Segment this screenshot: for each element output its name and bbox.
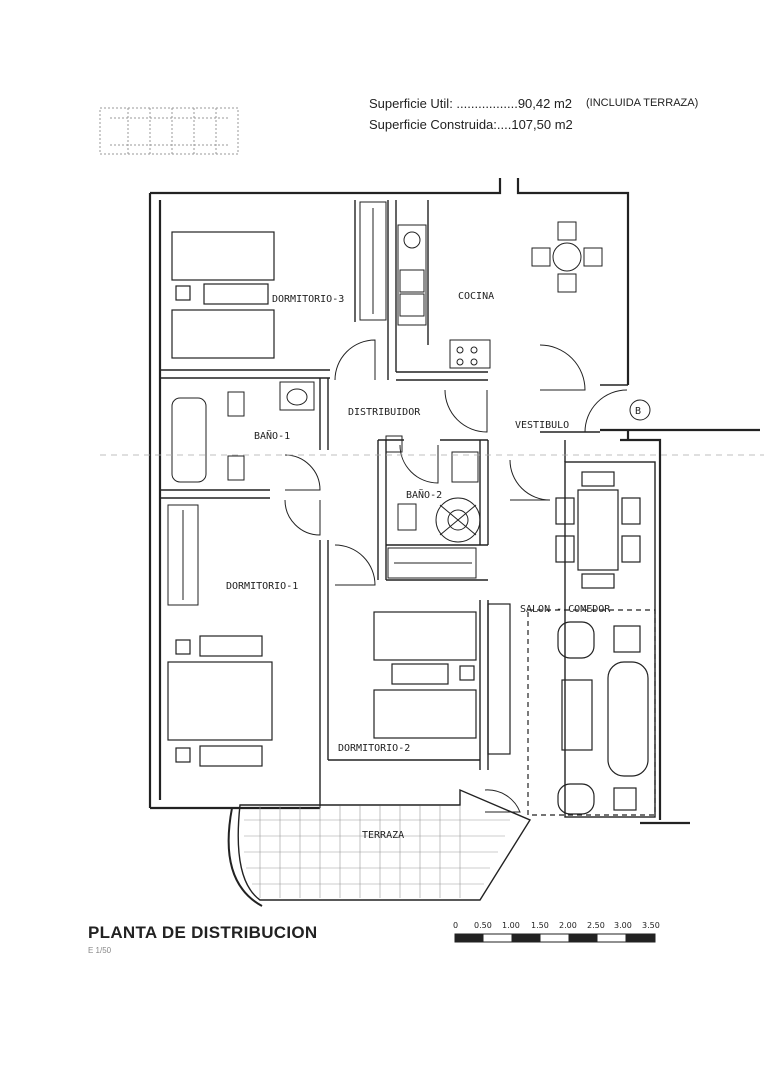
bathroom-1-fixtures <box>171 381 315 483</box>
room-label-cocina: COCINA <box>458 291 494 302</box>
outer-walls <box>148 178 760 825</box>
room-label-dormitorio-1: DORMITORIO-1 <box>226 581 298 592</box>
plan-scale-note: E 1/50 <box>88 946 112 955</box>
scale-tick-050: 0.50 <box>474 921 492 930</box>
living-dining-furniture <box>487 471 656 816</box>
plan-title: PLANTA DE DISTRIBUCION <box>88 923 318 942</box>
scale-tick-200: 2.00 <box>559 921 577 930</box>
marker-b-label: B <box>635 406 641 417</box>
room-label-bano-2: BAÑO-2 <box>406 488 442 501</box>
scale-tick-250: 2.50 <box>587 921 605 930</box>
interior-walls <box>160 200 656 818</box>
terrace <box>227 788 532 907</box>
room-label-terraza: TERRAZA <box>362 830 404 841</box>
bathroom-2-fixtures <box>385 435 481 543</box>
scale-tick-150: 1.50 <box>531 921 549 930</box>
superficie-util-label: Superficie Util: .................90,42 … <box>369 96 573 111</box>
wardrobes <box>167 201 477 606</box>
room-label-salon-comedor: SALON - COMEDOR <box>520 604 611 615</box>
door-swings <box>284 339 628 813</box>
superficie-construida-label: Superficie Construida:....107,50 m2 <box>369 117 573 132</box>
room-label-distribuidor: DISTRIBUIDOR <box>348 407 421 418</box>
scale-tick-100: 1.00 <box>502 921 520 930</box>
room-label-vestibulo: VESTIBULO <box>515 420 569 431</box>
location-key-plan <box>99 107 239 155</box>
room-label-dormitorio-3: DORMITORIO-3 <box>272 294 344 305</box>
marker-b-circle <box>629 399 651 421</box>
scale-bar <box>454 933 656 943</box>
scale-tick-0: 0 <box>453 921 459 930</box>
scale-tick-350: 3.50 <box>642 921 660 930</box>
scale-tick-300: 3.00 <box>614 921 632 930</box>
kitchen-fixtures <box>397 221 603 369</box>
incluida-terraza-note: (INCLUIDA TERRAZA) <box>586 97 699 109</box>
beds <box>167 231 477 767</box>
room-label-dormitorio-2: DORMITORIO-2 <box>338 743 410 754</box>
room-label-bano-1: BAÑO-1 <box>254 429 290 442</box>
